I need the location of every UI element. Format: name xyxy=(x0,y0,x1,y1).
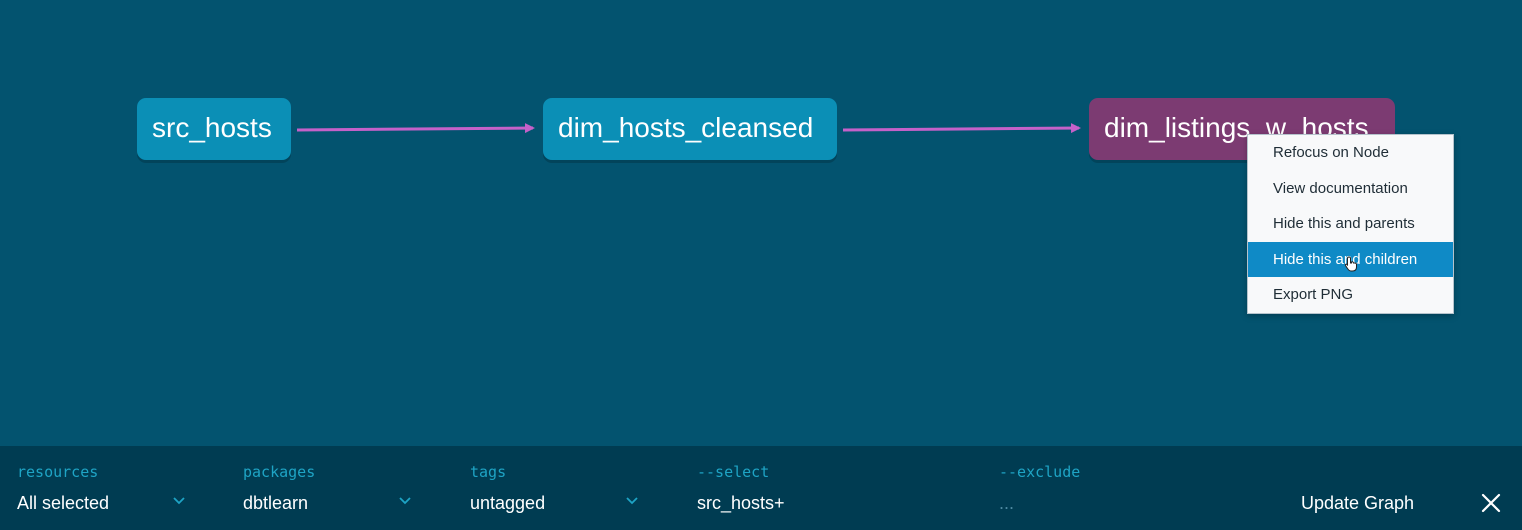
menu-item-view-documentation[interactable]: View documentation xyxy=(1273,179,1408,197)
resources-filter-value[interactable]: All selected xyxy=(17,493,110,513)
graph-node-src-hosts[interactable]: src_hosts xyxy=(137,98,291,160)
graph-filter-bar: resources All selected packages dbtlearn… xyxy=(0,446,1522,530)
graph-edges xyxy=(296,123,1081,134)
menu-item-refocus-on-node[interactable]: Refocus on Node xyxy=(1273,144,1389,161)
packages-filter-value[interactable]: dbtlearn xyxy=(243,493,309,513)
select-filter-input[interactable]: src_hosts+ xyxy=(697,493,785,513)
resources-filter-label: resources xyxy=(17,463,99,481)
chevron-down-icon[interactable] xyxy=(625,496,639,506)
edge-dim-hosts-cleansed-to-dim-listings-w-hosts xyxy=(842,123,1081,134)
exclude-filter[interactable]: --exclude ... xyxy=(999,446,1259,530)
chevron-down-icon[interactable] xyxy=(172,496,186,506)
graph-node-dim-hosts-cleansed[interactable]: dim_hosts_cleansed xyxy=(543,98,837,160)
tags-filter-value[interactable]: untagged xyxy=(470,493,546,513)
tags-filter-label: tags xyxy=(470,463,507,481)
menu-item-export-png[interactable]: Export PNG xyxy=(1273,286,1354,304)
chevron-down-icon[interactable] xyxy=(398,496,412,506)
graph-node-dim-listings-w-hosts[interactable]: dim_listings_w_hosts xyxy=(1089,98,1395,160)
hand-pointer-cursor-icon xyxy=(1344,256,1357,272)
lineage-graph-canvas[interactable]: src_hosts dim_hosts_cleansed dim_listing… xyxy=(0,0,1522,446)
update-graph-button[interactable]: Update Graph xyxy=(1301,493,1415,513)
packages-filter[interactable]: packages dbtlearn xyxy=(243,446,423,530)
node-context-menu: Refocus on Node View documentation Hide … xyxy=(1247,134,1454,314)
exclude-filter-label: --exclude xyxy=(999,463,1081,481)
packages-filter-label: packages xyxy=(243,463,316,481)
edge-src-hosts-to-dim-hosts-cleansed xyxy=(296,123,535,134)
exclude-filter-input[interactable]: ... xyxy=(999,493,1015,513)
close-icon[interactable] xyxy=(1480,492,1502,514)
select-filter-label: --select xyxy=(697,463,770,481)
select-filter[interactable]: --select src_hosts+ xyxy=(697,446,957,530)
tags-filter[interactable]: tags untagged xyxy=(470,446,650,530)
menu-item-hide-this-and-parents[interactable]: Hide this and parents xyxy=(1273,215,1415,233)
resources-filter[interactable]: resources All selected xyxy=(17,446,197,530)
